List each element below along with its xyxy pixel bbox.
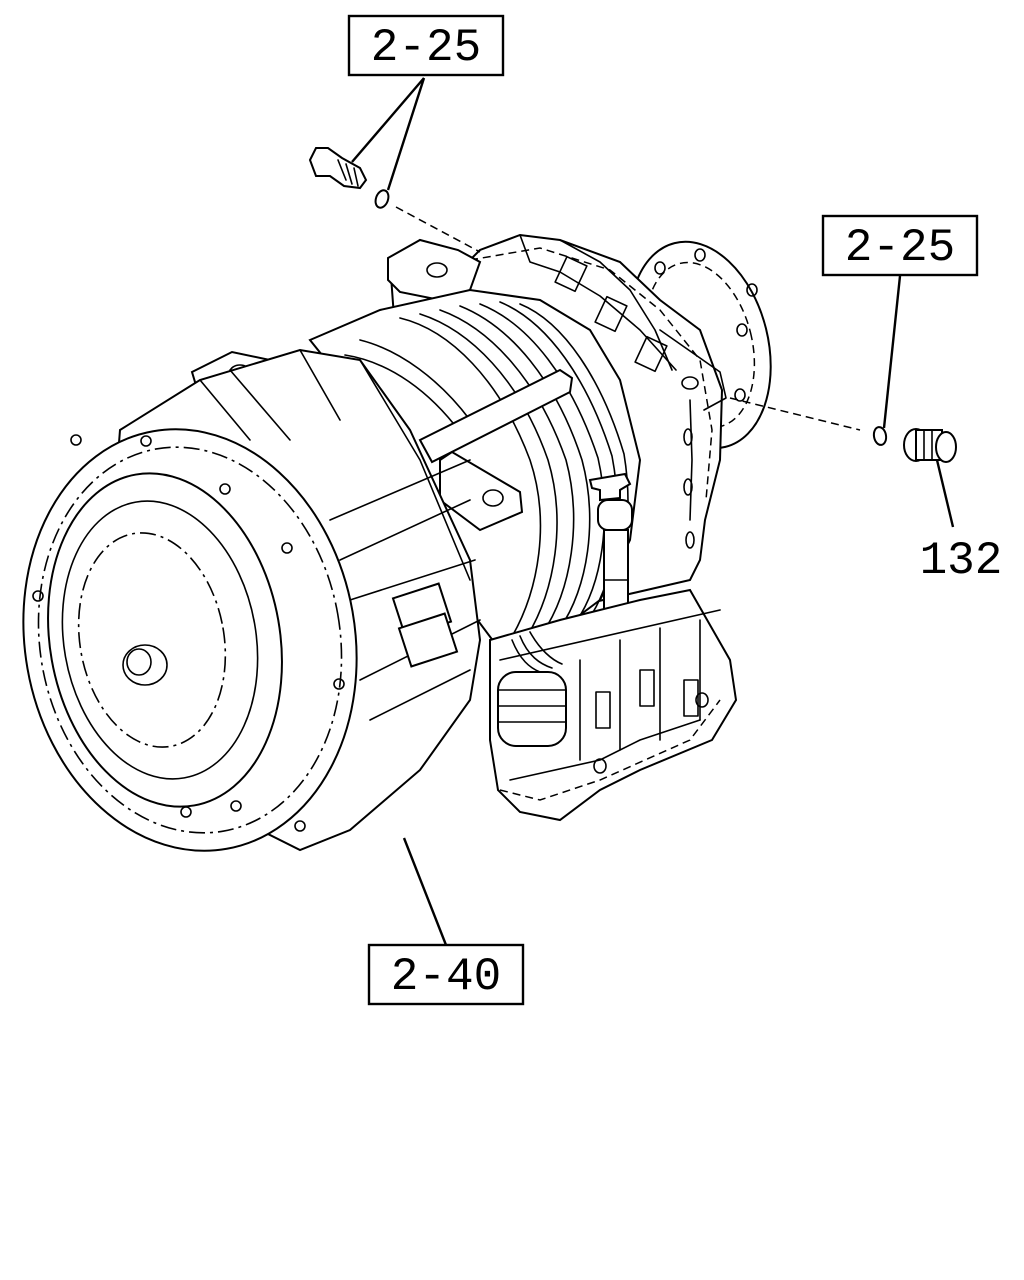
harness-connector	[497, 631, 567, 747]
drain-plug-group	[729, 397, 957, 463]
top-fitting-group	[308, 147, 481, 253]
install-line-right	[729, 397, 861, 431]
side-bar	[418, 368, 574, 464]
part-number-label: 132	[920, 535, 1003, 587]
callout-box-top-right: 2-25	[821, 214, 979, 277]
drain-plug	[903, 428, 957, 463]
transmission-assembly	[22, 233, 772, 852]
callout-label-bottom: 2-40	[391, 951, 501, 1003]
callout-label-top-left: 2-25	[371, 22, 481, 74]
top-mount-pad	[387, 238, 482, 302]
callout-box-top-left: 2-25	[347, 14, 505, 77]
valve-body-pan	[489, 588, 738, 822]
elbow-fitting	[308, 147, 368, 190]
converter-cover	[47, 472, 283, 808]
o-ring-top	[374, 189, 390, 209]
callout-box-bottom: 2-40	[367, 943, 525, 1006]
leader-lines	[351, 77, 955, 946]
callout-label-top-right: 2-25	[845, 222, 955, 274]
install-line-top	[395, 206, 481, 253]
o-ring-right	[872, 426, 888, 446]
